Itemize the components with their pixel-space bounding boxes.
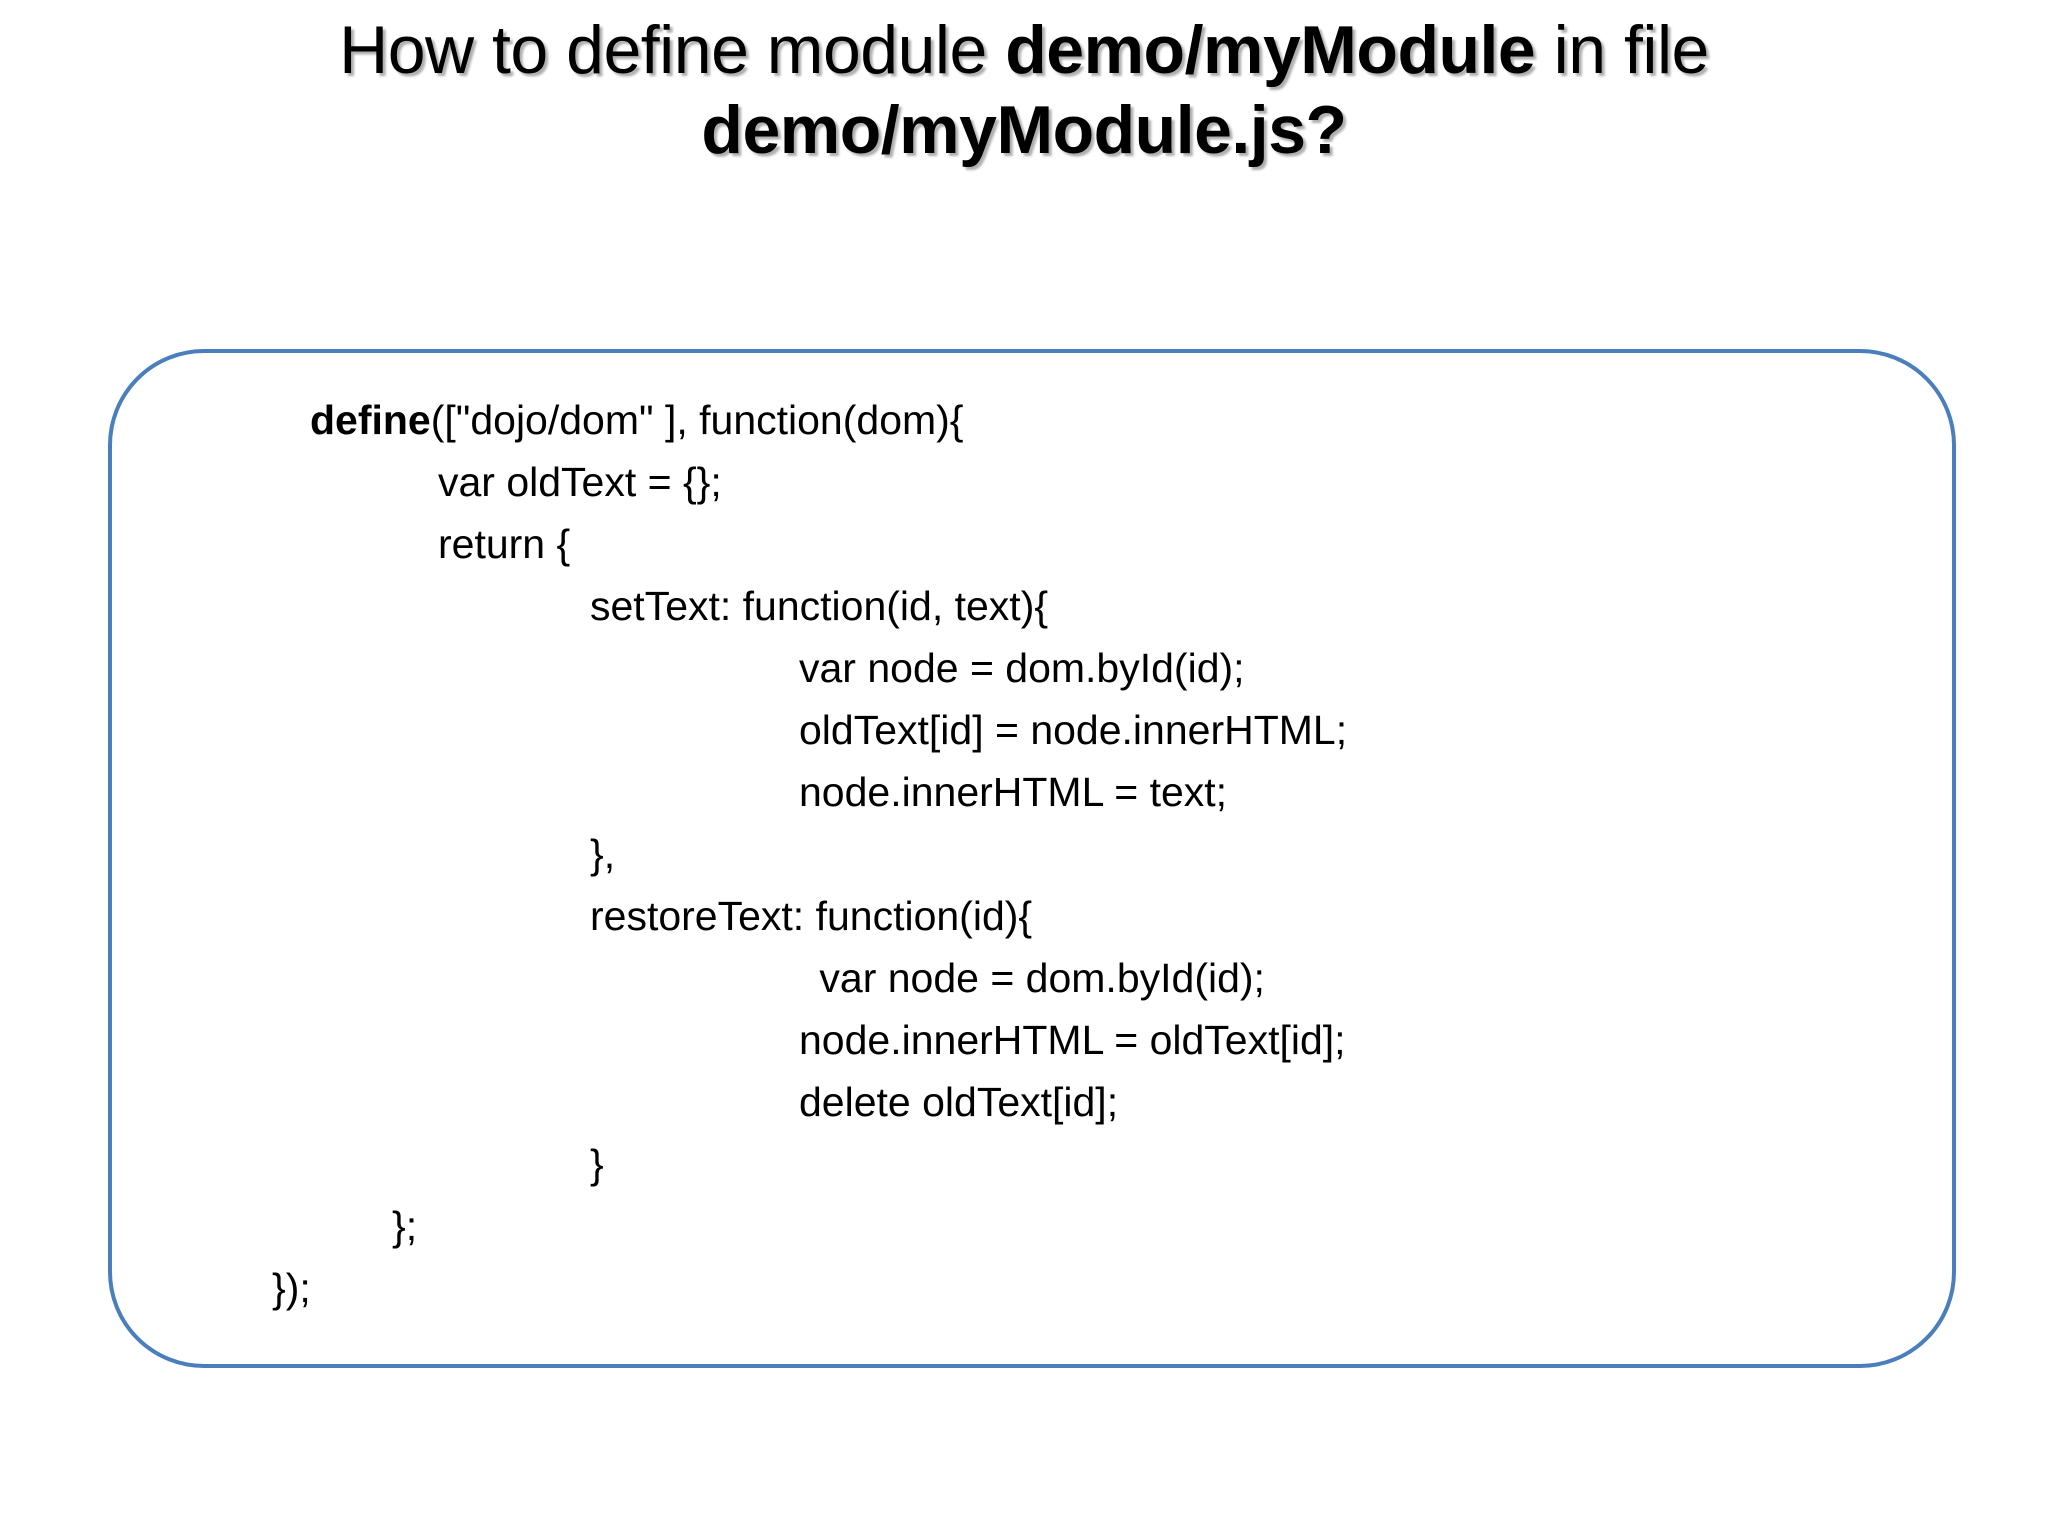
code-line: node.innerHTML = oldText[id]; [272, 1009, 1347, 1071]
code-line: var node = dom.byId(id); [272, 947, 1347, 1009]
code-line: }; [272, 1195, 1347, 1257]
code-listing: define(["dojo/dom" ], function(dom){ var … [272, 389, 1347, 1319]
code-block-card: define(["dojo/dom" ], function(dom){ var … [108, 349, 1956, 1368]
code-text: } [590, 1141, 604, 1187]
page-title: How to define module demo/myModule in fi… [96, 10, 1952, 170]
code-line: }, [272, 823, 1347, 885]
code-line: } [272, 1133, 1347, 1195]
code-line: }); [272, 1257, 1347, 1319]
code-text: delete oldText[id]; [799, 1079, 1119, 1125]
code-text: node.innerHTML = oldText[id]; [799, 1017, 1346, 1063]
code-text: oldText[id] = node.innerHTML; [799, 707, 1348, 753]
title-line-1-bold: demo/myModule [1005, 12, 1536, 88]
code-line: restoreText: function(id){ [272, 885, 1347, 947]
title-line-1: How to define module demo/myModule in fi… [96, 10, 1952, 90]
code-text: node.innerHTML = text; [799, 769, 1228, 815]
title-line-1-prefix: How to define module [339, 12, 1006, 88]
title-line-1-suffix: in file [1535, 12, 1710, 88]
code-text: }, [590, 831, 616, 877]
code-text: var node = dom.byId(id); [799, 645, 1245, 691]
code-line: return { [272, 513, 1347, 575]
code-line: var node = dom.byId(id); [272, 637, 1347, 699]
code-text: }); [272, 1265, 311, 1311]
code-line: oldText[id] = node.innerHTML; [272, 699, 1347, 761]
code-text: restoreText: function(id){ [590, 893, 1033, 939]
code-keyword: define [310, 397, 431, 443]
code-line: var oldText = {}; [272, 451, 1347, 513]
code-line: define(["dojo/dom" ], function(dom){ [272, 389, 1347, 451]
title-line-2-bold: demo/myModule.js? [701, 92, 1347, 169]
title-line-2: demo/myModule.js? [96, 90, 1952, 170]
code-text: setText: function(id, text){ [590, 583, 1049, 629]
code-line: setText: function(id, text){ [272, 575, 1347, 637]
code-text: (["dojo/dom" ], function(dom){ [430, 397, 964, 443]
code-line: delete oldText[id]; [272, 1071, 1347, 1133]
code-text: var oldText = {}; [438, 459, 722, 505]
code-line: node.innerHTML = text; [272, 761, 1347, 823]
code-text: }; [392, 1203, 418, 1249]
code-text: var node = dom.byId(id); [808, 955, 1265, 1001]
code-text: return { [438, 521, 571, 567]
